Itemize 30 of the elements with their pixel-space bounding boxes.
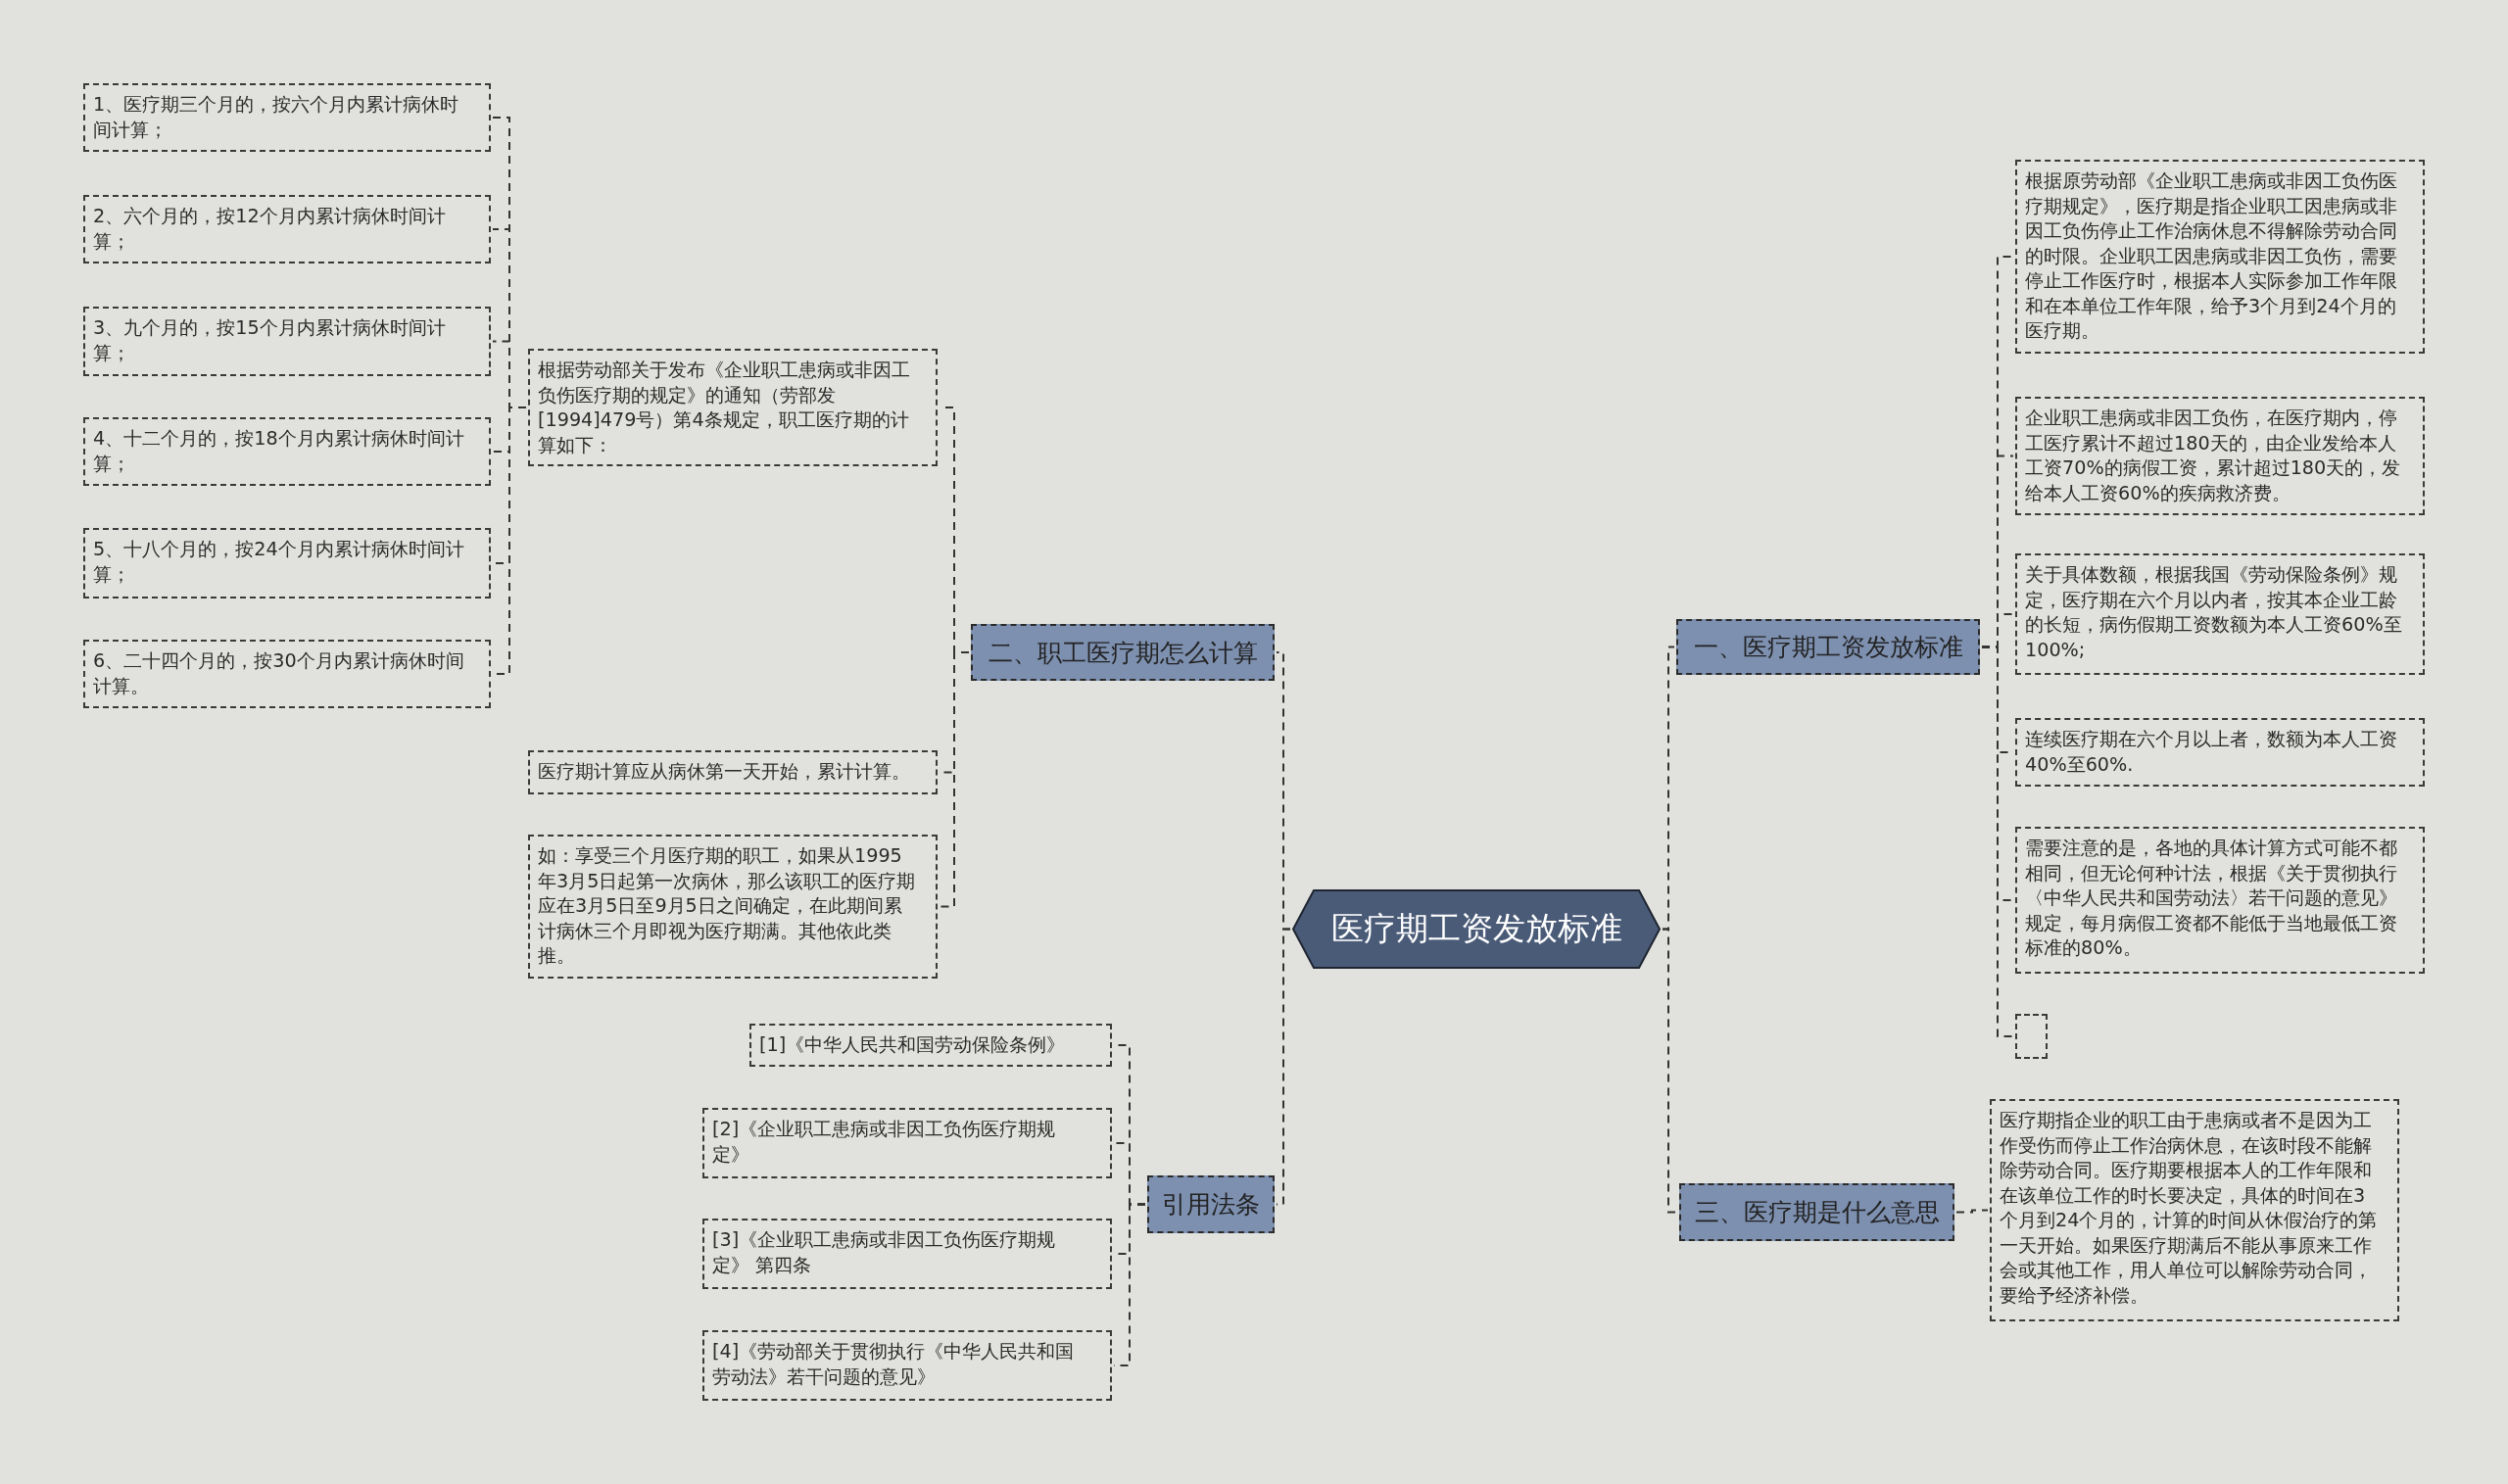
connector-line <box>1955 1209 1989 1214</box>
connector-line <box>1113 1203 1146 1366</box>
note-box: 医疗期指企业的职工由于患病或者不是因为工作受伤而停止工作治病休息，在该时段不能解除劳动合同。医疗期要根据本人的工作年限和在该单位工作的时长要决定，具体的时间在3个月到24个月的，计算的时间从休假治疗的第一天开始。如果医疗期满后不能从事原来工作会或其他工作，用人单位可以解除劳动合同，要给予经济补偿。 <box>1990 1099 2399 1321</box>
note-box: 医疗期计算应从病休第一天开始，累计计算。 <box>528 750 938 794</box>
note-box: 根据原劳动部《企业职工患病或非因工负伤医疗期规定》，医疗期是指企业职工因患病或非因工负伤停止工作治病休息不得解除劳动合同的时限。企业职工因患病或非因工负伤，需要停止工作医疗时，根据本人实际参加工作年限和在本单位工作年限，给予3个月到24个月的医疗期。 <box>2015 160 2425 354</box>
note-box: 5、十八个月的，按24个月内累计病休时间计算； <box>83 528 491 598</box>
note-box: 根据劳动部关于发布《企业职工患病或非因工负伤医疗期的规定》的通知（劳部发[1994]479号）第4条规定，职工医疗期的计算如下： <box>528 349 938 466</box>
note-box: [4]《劳动部关于贯彻执行《中华人民共和国劳动法》若干问题的意见》 <box>702 1330 1112 1401</box>
topic-box: 二、职工医疗期怎么计算 <box>971 624 1275 681</box>
empty-box <box>2015 1014 2048 1059</box>
note-box: 2、六个月的，按12个月内累计病休时间计算； <box>83 195 491 263</box>
note-box: 连续医疗期在六个月以上者，数额为本人工资40%至60%. <box>2015 718 2425 787</box>
topic-box: 一、医疗期工资发放标准 <box>1676 619 1980 675</box>
note-box: [2]《企业职工患病或非因工负伤医疗期规定》 <box>702 1108 1112 1178</box>
topic-box: 引用法条 <box>1147 1175 1275 1233</box>
note-box: 3、九个月的，按15个月内累计病休时间计算； <box>83 307 491 376</box>
connector-line <box>1662 928 1678 1214</box>
note-box: [1]《中华人民共和国劳动保险条例》 <box>749 1024 1112 1067</box>
note-box: 如：享受三个月医疗期的职工，如果从1995年3月5日起第一次病休，那么该职工的医疗期应在3月5日至9月5日之间确定，在此期间累计病休三个月即视为医疗期满。其他依此类推。 <box>528 835 938 979</box>
central-topic: 医疗期工资发放标准 <box>1292 889 1661 969</box>
note-box: [3]《企业职工患病或非因工负伤医疗期规定》 第四条 <box>702 1219 1112 1289</box>
note-box: 需要注意的是，各地的具体计算方式可能不都相同，但无论何种计法，根据《关于贯彻执行〈中华人民共和国劳动法〉若干问题的意见》规定，每月病假工资都不能低于当地最低工资标准的80%。 <box>2015 827 2425 974</box>
connector-line <box>1276 928 1291 1206</box>
topic-box: 三、医疗期是什么意思 <box>1679 1183 1954 1241</box>
note-box: 4、十二个月的，按18个月内累计病休时间计算； <box>83 417 491 486</box>
note-box: 1、医疗期三个月的，按六个月内累计病休时间计算； <box>83 83 491 152</box>
note-box: 关于具体数额，根据我国《劳动保险条例》规定，医疗期在六个月以内者，按其本企业工龄的长短，病伤假期工资数额为本人工资60%至100%; <box>2015 553 2425 675</box>
note-box: 企业职工患病或非因工负伤，在医疗期内，停工医疗累计不超过180天的，由企业发给本人工资70%的病假工资，累计超过180天的，发给本人工资60%的疾病救济费。 <box>2015 397 2425 515</box>
note-box: 6、二十四个月的，按30个月内累计病休时间计算。 <box>83 640 491 708</box>
connector-line <box>939 651 970 908</box>
